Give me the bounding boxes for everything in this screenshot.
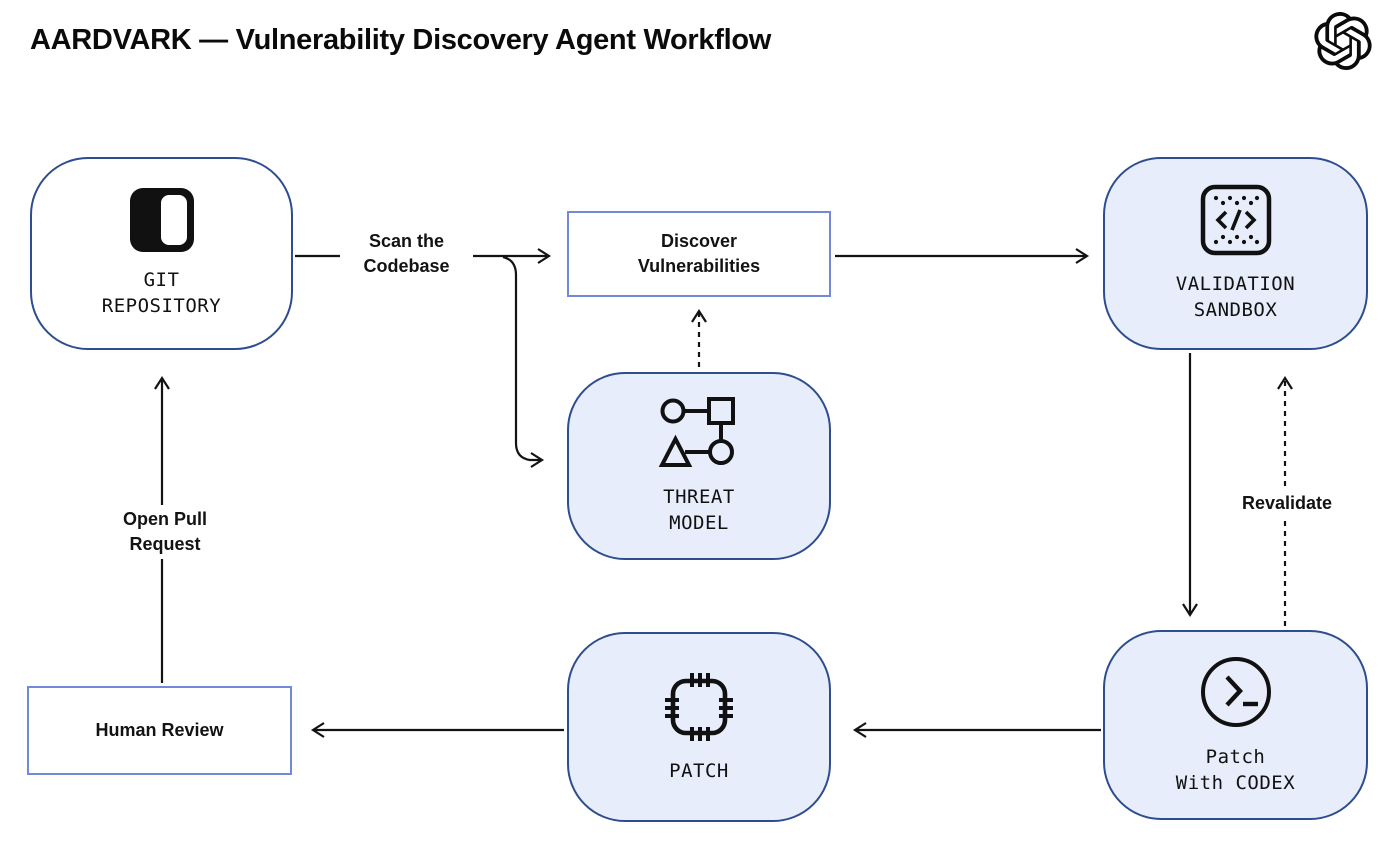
patch-icon [665, 672, 733, 741]
page-title: AARDVARK — Vulnerability Discovery Agent… [30, 24, 772, 56]
node-label-threat-model: THREAT MODEL [663, 485, 735, 534]
node-patch: PATCH [567, 632, 831, 822]
node-threat-model: THREAT MODEL [567, 372, 831, 560]
node-patch-with-codex: Patch With CODEX [1103, 630, 1368, 820]
codex-terminal-icon [1200, 656, 1271, 727]
node-label-patch: PATCH [669, 759, 729, 782]
threat-model-icon [658, 396, 735, 467]
node-validation-sandbox: VALIDATION SANDBOX [1103, 157, 1368, 350]
openai-logo-icon [1314, 12, 1372, 70]
node-discover-vulnerabilities: Discover Vulnerabilities [567, 211, 831, 297]
node-git-repository: GIT REPOSITORY [30, 157, 293, 350]
node-label-discover-vulnerabilities: Discover Vulnerabilities [637, 230, 761, 276]
edge-fork-to-threat-model [502, 255, 545, 468]
git-repository-icon [129, 188, 194, 253]
edge-label-scan-the-codebase: Scan the Codebase [340, 227, 473, 282]
node-label-git-repository: GIT REPOSITORY [101, 269, 222, 317]
node-human-review: Human Review [27, 686, 292, 775]
edge-label-open-pull-request: Open Pull Request [97, 505, 233, 560]
validation-sandbox-icon [1200, 185, 1271, 256]
node-label-human-review: Human Review [95, 719, 224, 740]
edge-label-revalidate: Revalidate [1217, 489, 1357, 519]
node-label-validation-sandbox: VALIDATION SANDBOX [1175, 273, 1296, 321]
node-label-patch-with-codex: Patch With CODEX [1175, 745, 1296, 794]
